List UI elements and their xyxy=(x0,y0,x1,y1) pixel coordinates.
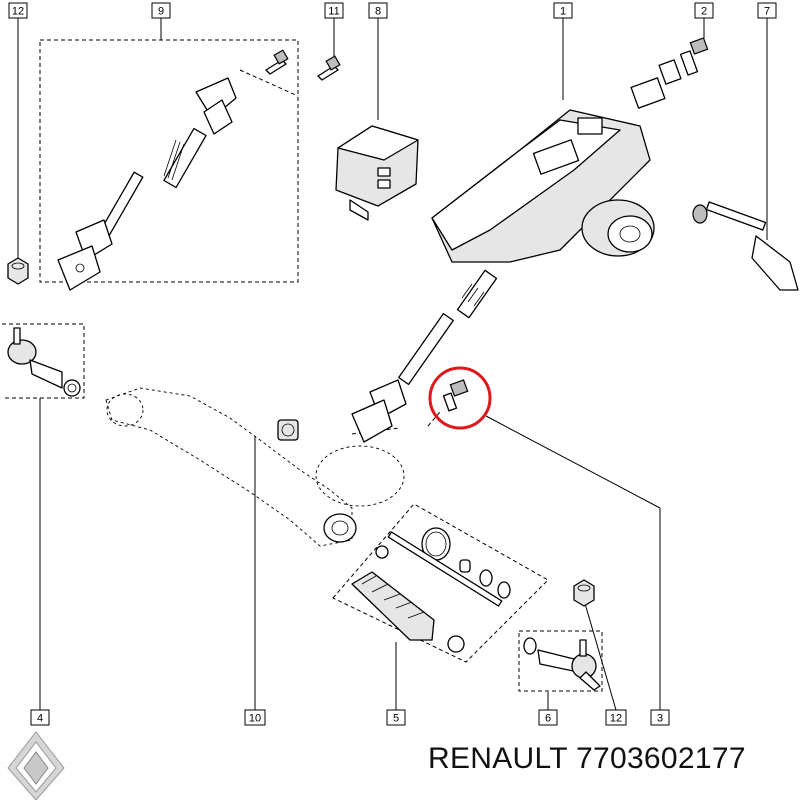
tie-rod-end-left xyxy=(7,327,81,397)
renault-logo xyxy=(7,731,65,800)
steering-rack-housing xyxy=(105,387,405,547)
control-module xyxy=(335,125,419,221)
svg-text:8: 8 xyxy=(375,6,381,18)
callout-8: 8 xyxy=(368,2,388,19)
steering-column xyxy=(351,59,682,443)
callout-9: 9 xyxy=(151,2,171,19)
tie-rod-end-right xyxy=(523,637,601,691)
callout-1: 1 xyxy=(553,2,573,19)
svg-text:11: 11 xyxy=(328,6,339,18)
callout-7: 7 xyxy=(757,2,777,19)
nut-top-left xyxy=(7,257,29,285)
svg-text:4: 4 xyxy=(37,713,43,725)
boot-kit xyxy=(351,527,511,653)
svg-text:1: 1 xyxy=(560,6,566,18)
dashed-group-boxes xyxy=(2,39,603,692)
svg-text:3: 3 xyxy=(657,713,663,725)
callout-3: 3 xyxy=(650,709,670,726)
nut-right xyxy=(573,579,595,607)
callout-labels: 12 9 11 8 1 2 7 4 xyxy=(8,2,777,726)
bolt-pair xyxy=(265,49,341,81)
svg-text:6: 6 xyxy=(545,713,551,725)
callout-6: 6 xyxy=(538,709,558,726)
callout-11: 11 xyxy=(324,2,344,19)
bushing xyxy=(277,419,299,441)
leader-lines xyxy=(17,18,768,711)
callout-12-top: 12 xyxy=(8,2,28,19)
svg-text:12: 12 xyxy=(610,713,622,725)
highlighted-bolt xyxy=(442,379,469,412)
svg-text:12: 12 xyxy=(12,6,24,18)
svg-text:9: 9 xyxy=(158,6,164,18)
column-bolt xyxy=(679,37,709,76)
callout-4: 4 xyxy=(30,709,50,726)
callout-10: 10 xyxy=(244,709,266,726)
callout-12-bottom: 12 xyxy=(605,709,627,726)
brand-part-number-title: RENAULT 7703602177 xyxy=(428,742,746,775)
svg-text:10: 10 xyxy=(249,713,261,725)
svg-text:2: 2 xyxy=(701,6,707,18)
svg-text:7: 7 xyxy=(764,6,770,18)
callout-5: 5 xyxy=(386,709,406,726)
bracket-bolt xyxy=(692,201,799,291)
intermediate-shaft xyxy=(57,77,237,291)
highlight-circle xyxy=(428,366,492,430)
callout-2: 2 xyxy=(694,2,714,19)
svg-text:5: 5 xyxy=(393,713,399,725)
